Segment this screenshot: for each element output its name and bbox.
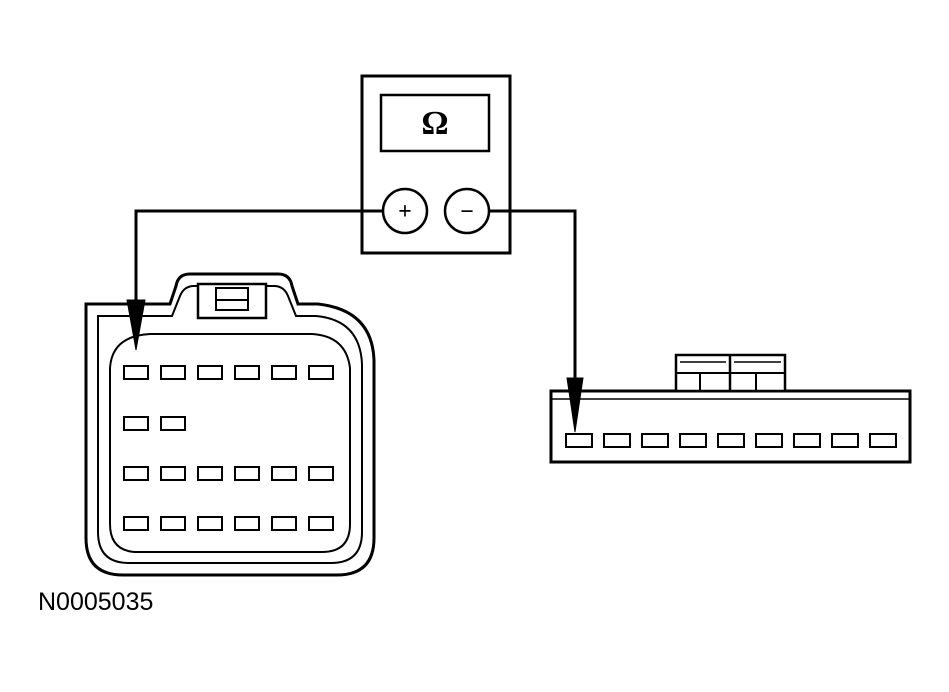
connector-b-pin <box>831 433 859 448</box>
connector-a-pins <box>123 365 334 531</box>
connector-a-pin <box>308 516 334 531</box>
connector-a <box>84 272 376 577</box>
connector-b-pins <box>565 433 897 448</box>
figure-reference-id: N0005035 <box>38 588 154 616</box>
connector-a-pin <box>308 365 334 380</box>
connector-a-pin <box>197 466 223 481</box>
connector-a-pin <box>123 466 149 481</box>
connector-a-pin <box>234 365 260 380</box>
ohm-symbol: Ω <box>421 105 448 142</box>
negative-test-lead <box>489 209 577 382</box>
connector-a-pin <box>197 516 223 531</box>
connector-b-pin <box>793 433 821 448</box>
connector-a-pin <box>234 466 260 481</box>
connector-a-pin <box>160 416 186 431</box>
connector-a-pin <box>123 365 149 380</box>
connector-a-outer-shell <box>84 272 376 577</box>
positive-test-lead <box>134 209 383 300</box>
connector-a-pin <box>234 516 260 531</box>
connector-b-pin <box>641 433 669 448</box>
positive-terminal-label: + <box>398 199 412 225</box>
connector-b-pin <box>679 433 707 448</box>
connector-a-pin <box>160 365 186 380</box>
connector-a-pin <box>160 516 186 531</box>
negative-probe-tip <box>566 377 584 433</box>
connector-a-pin <box>160 466 186 481</box>
connector-b-pin <box>755 433 783 448</box>
connector-b-body <box>549 389 912 464</box>
connector-a-inner-shell <box>97 285 363 564</box>
connector-a-pin <box>271 466 297 481</box>
connector-a-pin <box>123 516 149 531</box>
connector-b-pin <box>565 433 593 448</box>
connector-a-pin <box>271 365 297 380</box>
negative-terminal-label: − <box>460 199 474 225</box>
connector-b <box>549 353 912 464</box>
connector-a-pin <box>197 365 223 380</box>
ohmmeter: Ω + − <box>360 74 512 255</box>
connector-b-pin <box>603 433 631 448</box>
connector-b-pin <box>869 433 897 448</box>
connector-b-latch <box>674 353 787 393</box>
connector-b-pin <box>717 433 745 448</box>
meter-display <box>379 93 491 153</box>
connector-a-pin-cavity <box>109 333 351 553</box>
connector-a-pin <box>271 516 297 531</box>
positive-probe-tip <box>126 299 146 351</box>
connector-a-pin <box>123 416 149 431</box>
connector-a-pin <box>308 466 334 481</box>
